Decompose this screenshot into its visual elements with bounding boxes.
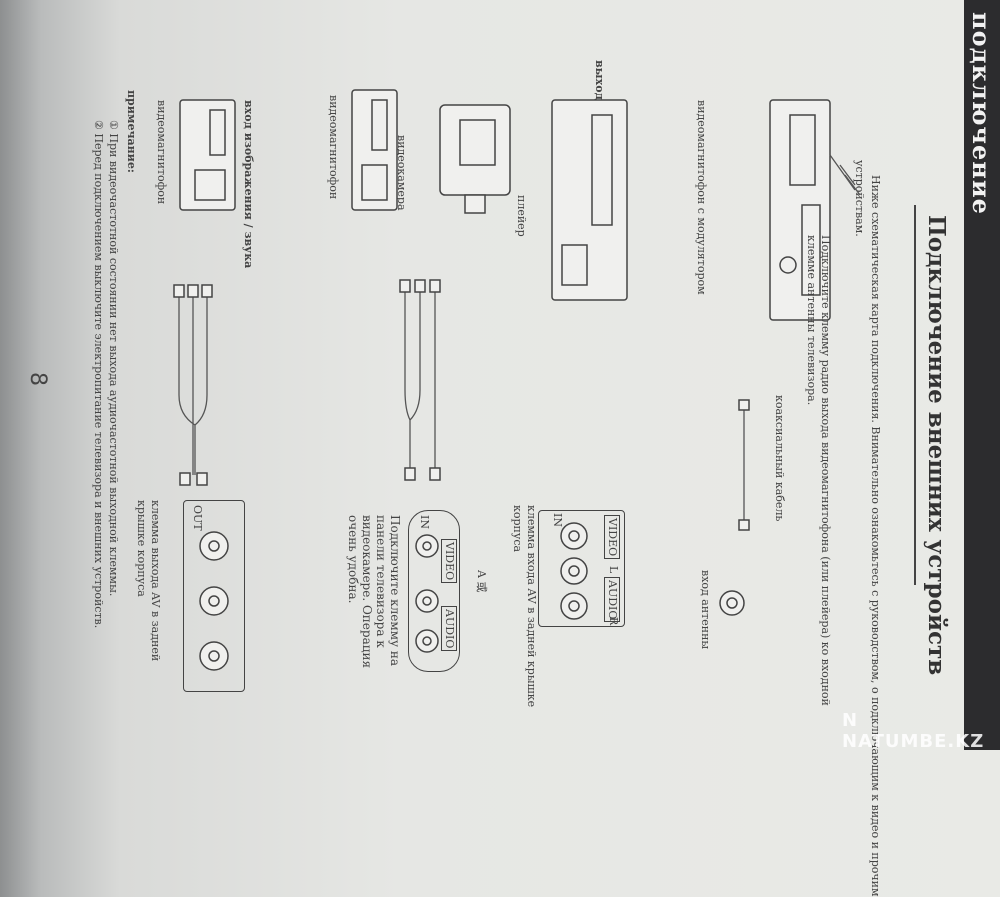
- coax-cable-label: коаксиальный кабель: [773, 395, 786, 522]
- rca-jacks-icon: [560, 522, 588, 620]
- notes-heading: примечание:: [125, 90, 138, 173]
- vcr-in-illustration: [179, 99, 236, 211]
- av-in-heading: вход изображения / звука: [242, 100, 255, 269]
- intro-line-2: устройствам.: [853, 160, 866, 237]
- jack-audio-label: AUDIO: [604, 577, 620, 623]
- jack-l-label: L: [607, 566, 620, 574]
- output-rca-jacks-icon: [199, 531, 229, 671]
- manual-page: подключение Подключение внешних устройст…: [25, 0, 1000, 897]
- vcr-modulator-illustration: [769, 99, 861, 321]
- title-underline: [914, 205, 916, 585]
- intro-line-1: Ниже схематическая карта подключения. Вн…: [869, 175, 882, 897]
- vcr-label: видеомагнитофон: [327, 95, 340, 200]
- front-jack-in-label: IN: [418, 515, 431, 529]
- section-header-band: подключение: [964, 0, 1000, 750]
- vcr-in-label: видеомагнитофон: [155, 100, 168, 205]
- rear-av-input-label: клемма входа AV в задней крышке корпуса: [511, 505, 538, 708]
- front-rca-jacks-icon: [415, 534, 439, 653]
- section-header: подключение: [967, 12, 996, 215]
- front-jack-audio-label: AUDIO: [441, 606, 457, 652]
- vcr-modulator-label: видеомагнитофон с модулятором: [695, 100, 708, 295]
- rear-av-input-panel: IN VIDEO L AUDIO R: [538, 510, 625, 627]
- jack-video-label: VIDEO: [604, 515, 620, 560]
- page-number: 8: [25, 372, 50, 386]
- front-av-input-panel: IN VIDEO AUDIO: [408, 510, 460, 672]
- coax-cable-illustration: [738, 399, 750, 531]
- antenna-input-label: вход антенны: [699, 570, 712, 650]
- rear-av-output-label: клемма выхода AV в задней крышке корпуса: [135, 500, 162, 662]
- jack-r-label: R: [607, 617, 620, 626]
- antenna-input-jack-icon: [719, 590, 745, 616]
- watermark-logo: N NATUMBE.KZ: [842, 710, 985, 752]
- vcr-illustration: [351, 89, 398, 211]
- note-item-1: ① При видеочастотной состоянии нет выход…: [107, 120, 120, 597]
- page-title: Подключение внешних устройств: [923, 215, 950, 676]
- rear-av-output-panel: OUT: [183, 500, 245, 692]
- alt-marker: A 或: [475, 570, 488, 593]
- player-illustration: [551, 99, 628, 301]
- rca-cable-in-illustration: [173, 284, 213, 486]
- front-jack-video-label: VIDEO: [441, 539, 457, 584]
- camcorder-illustration: [439, 104, 511, 214]
- note-item-2: ② Перед подключением выключите электропи…: [92, 120, 105, 629]
- front-av-instruction: Подключите клемму на панели телевизора к…: [346, 515, 402, 669]
- rca-cable-illustration: [399, 279, 441, 481]
- antenna-instruction: Подключите клемму радио выхода видеомагн…: [805, 235, 832, 706]
